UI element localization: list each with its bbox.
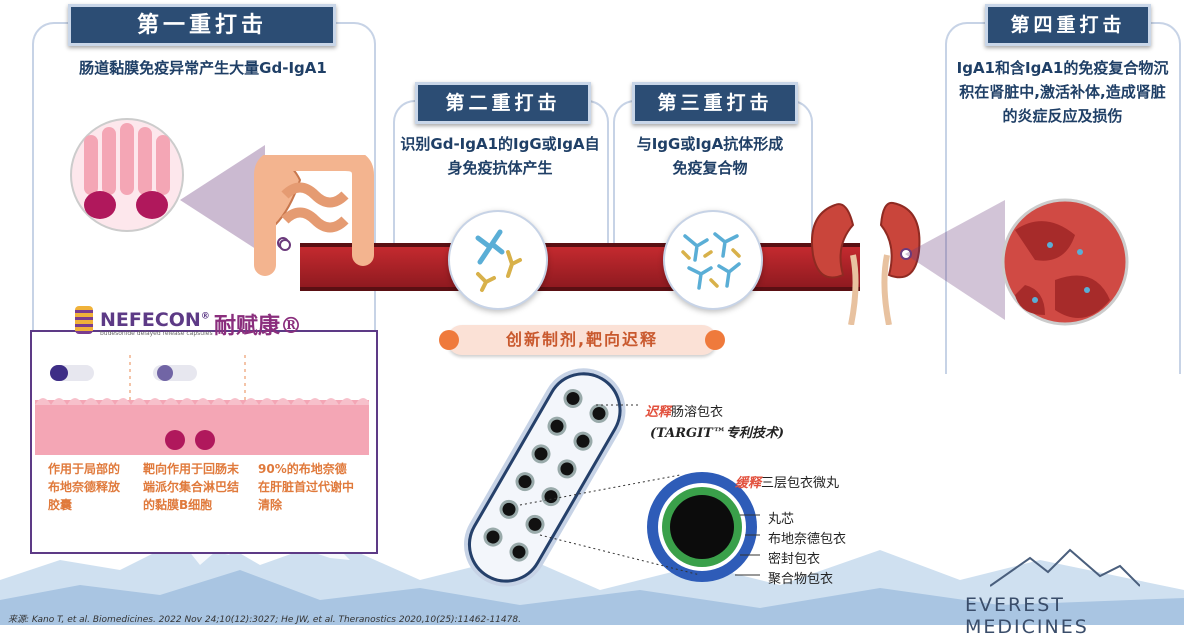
banner-second-hit: 第二重打击 <box>415 82 591 124</box>
mechanism-note-local: 作用于局部的布地奈德释放胶囊 <box>48 462 121 512</box>
nefecon-logo-mark <box>75 306 93 334</box>
blood-vessel <box>300 243 860 291</box>
kidney-illustration <box>811 201 921 325</box>
company-logo-mountains <box>990 548 1140 587</box>
pellet-cross-section <box>647 472 757 582</box>
third-hit-description: 与IgG或IgA抗体形成免疫复合物 <box>636 135 784 177</box>
capsule-illustration <box>464 368 626 587</box>
nefecon-chinese-name: 耐赋康® <box>214 313 303 339</box>
immune-complex-circle <box>663 210 763 310</box>
company-name: EVEREST MEDICINES <box>965 594 1089 638</box>
layer-seal-label: 密封包衣 <box>768 552 821 567</box>
layer-polymer-label: 聚合物包衣 <box>768 572 834 587</box>
formulation-pill-text: 创新制剂,靶向迟释 <box>505 330 659 349</box>
formulation-pill-label: 创新制剂,靶向迟释 <box>439 325 725 355</box>
label-connectors <box>519 404 760 576</box>
second-hit-description: 识别Gd-IgA1的IgG或IgA自身免疫抗体产生 <box>400 135 600 177</box>
banner-third-hit: 第三重打击 <box>632 82 798 124</box>
layer-budesonide-label: 布地奈德包衣 <box>768 532 847 547</box>
pellet-label: 缓释三层包衣微丸 <box>735 476 840 491</box>
nefecon-brand: NEFECON® <box>100 309 210 331</box>
first-hit-description: 肠道黏膜免疫异常产生大量Gd-IgA1 <box>79 59 327 77</box>
pill-dot-left <box>439 330 459 350</box>
mechanism-note-clearance: 90%的布地奈德在肝脏首过代谢中清除 <box>258 462 355 512</box>
nefecon-subtitle: budesonide delayed release capsules <box>100 330 213 337</box>
colon-illustration <box>254 155 374 276</box>
antibody-icon <box>475 229 522 292</box>
enteric-coating-label: 迟释肠溶包衣 <box>645 405 724 420</box>
targit-technology-label: (TARGIT™专利技术) <box>650 426 785 441</box>
banner-fourth-hit: 第四重打击 <box>985 4 1151 46</box>
mucosa-release-illustration <box>35 355 369 455</box>
fourth-hit-description: IgA1和含IgA1的免疫复合物沉积在肾脏中,激活补体,造成肾脏的炎症反应及损伤 <box>956 59 1169 125</box>
kidney-zoom-circle <box>905 198 1129 326</box>
immune-complex-icon <box>681 232 741 290</box>
antibody-circle <box>448 210 548 310</box>
mechanism-note-targeting: 靶向作用于回肠末端派尔集合淋巴结的黏膜B细胞 <box>143 462 240 512</box>
layer-core-label: 丸芯 <box>768 512 795 527</box>
pill-dot-right <box>705 330 725 350</box>
source-citation: 来源: Kano T, et al. Biomedicines. 2022 No… <box>8 615 521 625</box>
banner-first-hit: 第一重打击 <box>68 4 336 46</box>
